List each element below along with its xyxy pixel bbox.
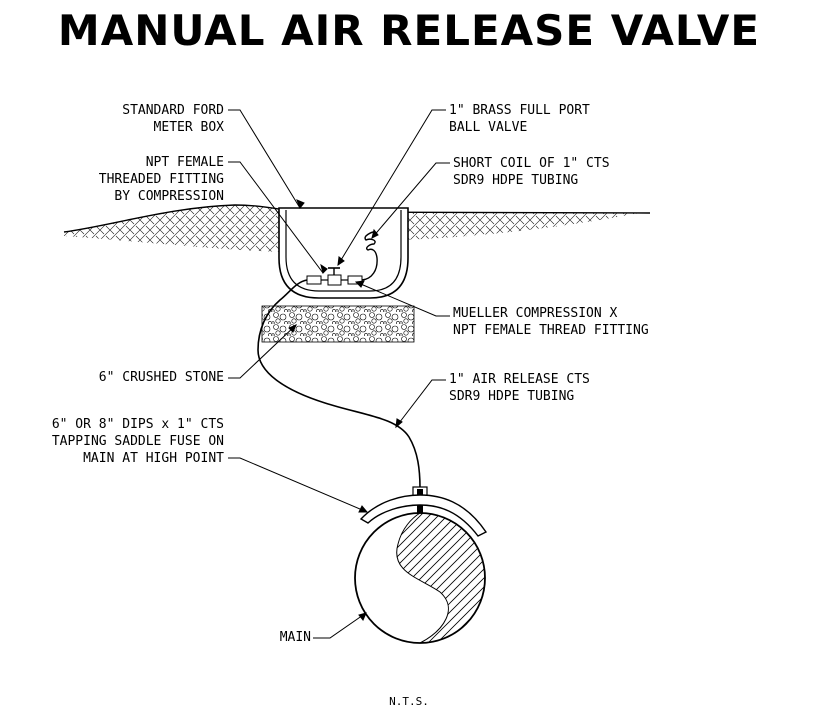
air-release-tubing <box>257 279 421 489</box>
crushed-stone-bed <box>261 305 415 343</box>
scale-note: N.T.S. <box>389 695 429 708</box>
tapping-saddle <box>359 486 488 537</box>
short-coil-tubing <box>361 231 378 281</box>
label-main: MAIN <box>279 630 311 645</box>
leader-lines <box>228 109 450 639</box>
drawing-title: MANUAL AIR RELEASE VALVE <box>57 6 761 55</box>
label-crushed-stone: 6" CRUSHED STONE <box>98 370 224 385</box>
water-main <box>354 512 486 644</box>
